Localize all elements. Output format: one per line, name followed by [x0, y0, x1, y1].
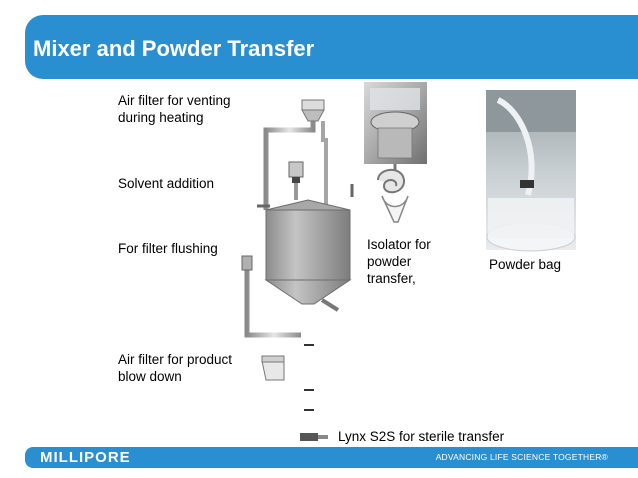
- label-lynx: Lynx S2S for sterile transfer: [338, 429, 505, 444]
- vent-filter-icon: [301, 99, 325, 122]
- label-solvent-addition: Solvent addition: [118, 176, 215, 191]
- page-title: Mixer and Powder Transfer: [33, 36, 315, 61]
- label-line: Isolator for: [367, 237, 431, 252]
- brand-logo: MILLIPORE: [40, 449, 131, 466]
- lynx-connector-icon: [300, 433, 328, 441]
- piping: [244, 121, 378, 438]
- product-filter-icon: [261, 355, 285, 381]
- isolator-photo: [364, 82, 427, 172]
- footer-bar: MILLIPORE ADVANCING LIFE SCIENCE TOGETHE…: [25, 447, 638, 468]
- label-filter-flushing: For filter flushing: [118, 241, 218, 256]
- title-bar: Mixer and Powder Transfer: [25, 15, 638, 79]
- label-isolator: Isolator for powder transfer,: [367, 236, 431, 287]
- isolator-funnel-icon: [377, 168, 409, 223]
- label-line: powder: [367, 254, 412, 269]
- label-line: Air filter for product: [118, 352, 233, 367]
- powder-bag-photo: [486, 90, 576, 252]
- mixer-vessel: [264, 199, 352, 305]
- label-line: Air filter for venting: [118, 93, 231, 108]
- flush-filter-icon: [241, 255, 253, 271]
- label-air-filter-product: Air filter for product blow down: [118, 351, 232, 385]
- solvent-valve-icon: [288, 161, 304, 183]
- label-line: during heating: [118, 110, 204, 125]
- label-line: blow down: [118, 369, 182, 384]
- label-powder-bag: Powder bag: [489, 257, 562, 272]
- label-line: transfer,: [367, 271, 416, 286]
- label-air-filter-venting: Air filter for venting during heating: [118, 92, 231, 126]
- footer-tagline: ADVANCING LIFE SCIENCE TOGETHER®: [435, 452, 608, 462]
